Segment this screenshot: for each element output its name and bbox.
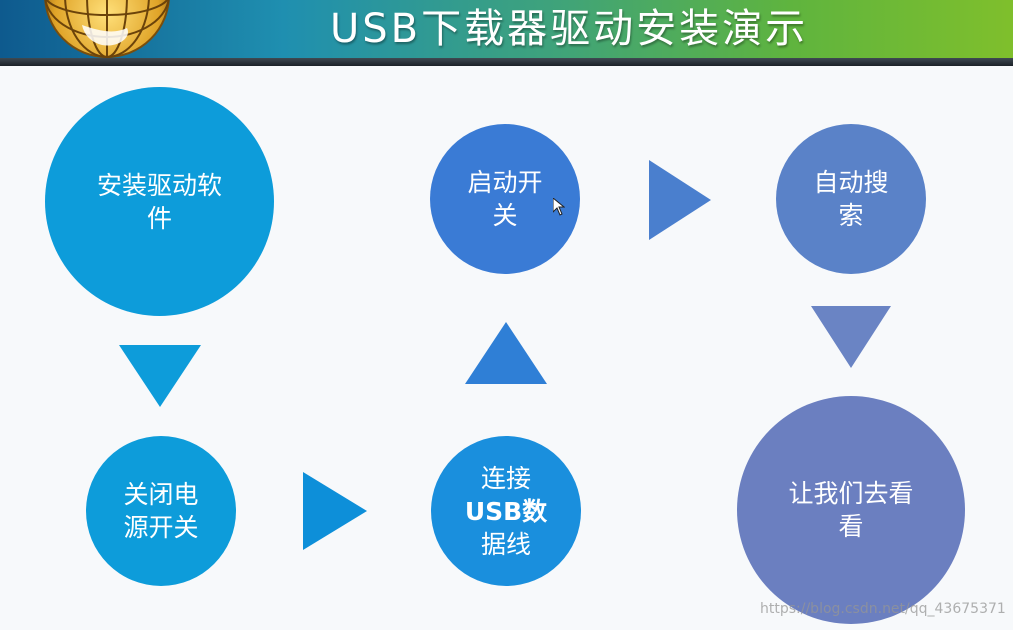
step-view-result: 让我们去看 看 — [737, 396, 965, 624]
step-connect-usb-line3: 据线 — [480, 529, 531, 559]
triangle-right-icon — [303, 472, 367, 550]
step-install-driver: 安装驱动软 件 — [45, 87, 274, 316]
step-power-on-line2: 关 — [492, 201, 518, 230]
slide-title: USB下载器驱动安装演示 — [330, 6, 809, 52]
triangle-down-icon — [119, 345, 201, 407]
step-power-on-line1: 启动开 — [467, 168, 543, 197]
step-connect-usb-line1: 连接 — [480, 463, 531, 493]
globe-icon — [44, 0, 170, 58]
step-power-off-label: 关闭电 源开关 — [123, 478, 198, 544]
step-install-driver-label: 安装驱动软 件 — [97, 169, 222, 235]
step-power-off: 关闭电 源开关 — [86, 436, 236, 586]
step-install-driver-line2: 件 — [146, 203, 172, 233]
slide-header: USB下载器驱动安装演示 — [0, 0, 1013, 58]
step-view-result-label: 让我们去看 看 — [788, 477, 913, 543]
triangle-right-icon — [649, 160, 711, 240]
header-divider — [0, 58, 1013, 66]
step-power-off-line1: 关闭电 — [123, 480, 199, 509]
step-connect-usb-label: 连接 USB数 据线 — [465, 462, 547, 561]
step-view-result-line2: 看 — [838, 512, 864, 541]
step-auto-search-label: 自动搜 索 — [813, 166, 888, 232]
step-power-on-label: 启动开 关 — [467, 166, 542, 232]
triangle-down-icon — [811, 306, 891, 368]
step-connect-usb: 连接 USB数 据线 — [431, 436, 581, 586]
step-auto-search-line2: 索 — [838, 201, 864, 230]
mouse-cursor-icon — [553, 198, 565, 216]
step-power-off-line2: 源开关 — [123, 513, 199, 542]
watermark-url: https://blog.csdn.net/qq_43675371 — [760, 601, 1006, 617]
triangle-up-icon — [465, 322, 547, 384]
step-auto-search-line1: 自动搜 — [813, 168, 889, 197]
step-auto-search: 自动搜 索 — [776, 124, 926, 274]
step-install-driver-line1: 安装驱动软 — [96, 170, 222, 200]
step-connect-usb-line2: USB数 — [464, 496, 548, 526]
step-view-result-line1: 让我们去看 — [788, 479, 914, 508]
